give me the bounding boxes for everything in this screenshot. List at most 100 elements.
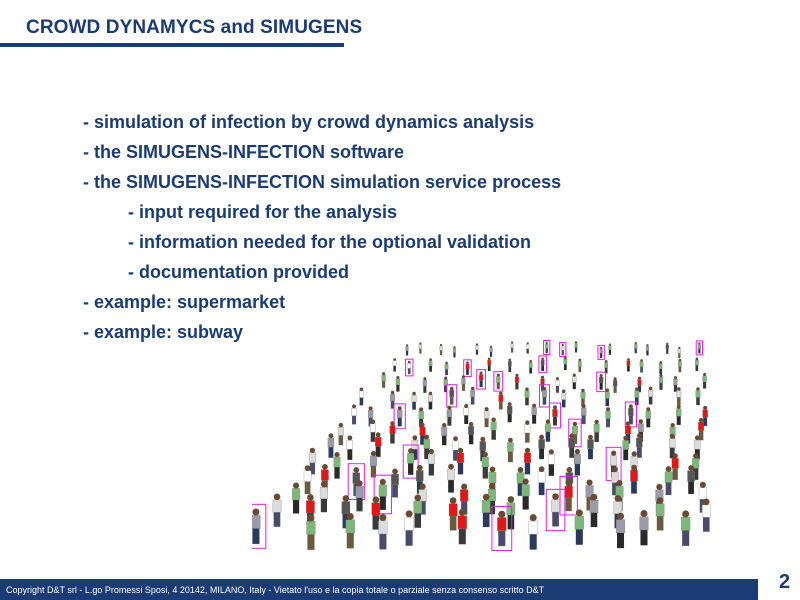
crowd-person xyxy=(580,388,586,407)
crowd-person xyxy=(543,339,551,355)
crowd-person xyxy=(664,466,673,496)
crowd-person xyxy=(446,405,453,426)
crowd-person xyxy=(702,405,708,426)
footer-bar xyxy=(0,579,758,600)
crowd-person xyxy=(573,448,581,476)
crowd-person xyxy=(645,344,649,356)
crowd-person xyxy=(447,463,455,493)
crowd-person xyxy=(476,369,486,390)
crowd-person xyxy=(475,343,479,355)
crowd-person xyxy=(528,514,538,550)
crowd-person xyxy=(418,483,427,515)
crowd-person xyxy=(669,433,676,459)
crowd-person xyxy=(411,391,417,410)
crowd-person xyxy=(555,377,560,393)
crowd-person xyxy=(524,447,531,475)
crowd-person xyxy=(604,359,608,374)
crowd-person xyxy=(695,340,704,356)
crowd-person xyxy=(510,341,514,353)
bullet-item: - the SIMUGENS-INFECTION software xyxy=(83,142,405,162)
crowd-person xyxy=(481,451,489,479)
crowd-person xyxy=(574,509,584,545)
crowd-person xyxy=(483,407,490,428)
bullet-list: - simulation of infection by crowd dynam… xyxy=(83,110,561,350)
crowd-person xyxy=(252,503,267,549)
crowd-person xyxy=(537,466,546,496)
crowd-person xyxy=(622,435,629,461)
sub-bullet-item: - documentation provided xyxy=(128,262,350,282)
crowd-person xyxy=(626,358,631,372)
crowd-person xyxy=(491,506,513,552)
crowd-person xyxy=(422,377,427,393)
crowd-person xyxy=(604,388,610,407)
crowd-simulation-image xyxy=(252,322,722,552)
crowd-person xyxy=(521,478,530,510)
crowd-person xyxy=(692,453,700,480)
crowd-person xyxy=(648,386,653,405)
crowd-person xyxy=(381,372,386,388)
crowd-person xyxy=(577,358,582,373)
crowd-person xyxy=(303,465,312,495)
crowd-person xyxy=(574,341,578,353)
crowd-person xyxy=(444,361,449,376)
crowd-person xyxy=(441,423,448,446)
crowd-person xyxy=(272,493,282,527)
crowd-person xyxy=(292,482,301,514)
crowd-person xyxy=(636,433,643,458)
crowd-person xyxy=(587,434,594,460)
crowd-person xyxy=(589,493,599,528)
crowd-person xyxy=(676,404,682,425)
crowd-person xyxy=(389,421,396,444)
crowd-person xyxy=(611,466,619,496)
crowd-person xyxy=(547,449,555,476)
crowd-person xyxy=(548,402,562,429)
crowd-person xyxy=(568,433,575,458)
crowd-person xyxy=(333,451,341,479)
crowd-person xyxy=(367,406,374,427)
crowd-person xyxy=(524,420,531,443)
crowd-person xyxy=(373,474,392,515)
crowd-person xyxy=(457,447,464,475)
crowd-person xyxy=(337,422,344,446)
crowd-person xyxy=(448,497,458,531)
crowd-person xyxy=(428,391,433,410)
crowd-person xyxy=(507,358,512,372)
crowd-person xyxy=(634,342,638,354)
crowd-person xyxy=(493,371,504,392)
crowd-person xyxy=(538,355,547,374)
crowd-person xyxy=(327,433,335,458)
crowd-person xyxy=(645,407,651,428)
crowd-person xyxy=(404,358,414,377)
crowd-person xyxy=(593,419,600,442)
crowd-person xyxy=(319,481,328,513)
crowd-person xyxy=(428,358,433,372)
crowd-person xyxy=(468,422,475,445)
slide-title: CROWD DYNAMYCS and SIMUGENS xyxy=(26,17,363,38)
crowd-person xyxy=(676,387,682,405)
crowd-person xyxy=(369,450,377,478)
crowd-person xyxy=(457,508,467,545)
crowd-person xyxy=(390,390,395,409)
crowd-person xyxy=(687,465,695,494)
crowd-person xyxy=(481,493,491,528)
crowd-person xyxy=(490,417,497,440)
crowd-person xyxy=(514,373,520,390)
crowd-person xyxy=(673,376,678,392)
sub-bullet-item: - information needed for the optional va… xyxy=(128,232,532,252)
crowd-person xyxy=(559,475,578,516)
crowd-person xyxy=(545,488,566,532)
bullet-item: - the SIMUGENS-INFECTION simulation serv… xyxy=(83,172,562,192)
crowd-person xyxy=(658,374,664,390)
crowd-person xyxy=(678,358,682,373)
crowd-person xyxy=(634,387,640,406)
crowd-person xyxy=(596,371,607,393)
crowd-person xyxy=(597,344,605,360)
footer-copyright: Copyright D&T srl - L.go Promessi Sposi,… xyxy=(6,585,545,595)
bullet-item: - example: supermarket xyxy=(83,292,286,312)
crowd-person xyxy=(655,497,665,531)
bullet-item: - simulation of infection by crowd dynam… xyxy=(83,112,535,132)
crowd-person xyxy=(470,386,476,405)
page-number: 2 xyxy=(779,571,791,593)
crowd-person xyxy=(359,387,364,406)
crowd-person xyxy=(439,343,443,356)
